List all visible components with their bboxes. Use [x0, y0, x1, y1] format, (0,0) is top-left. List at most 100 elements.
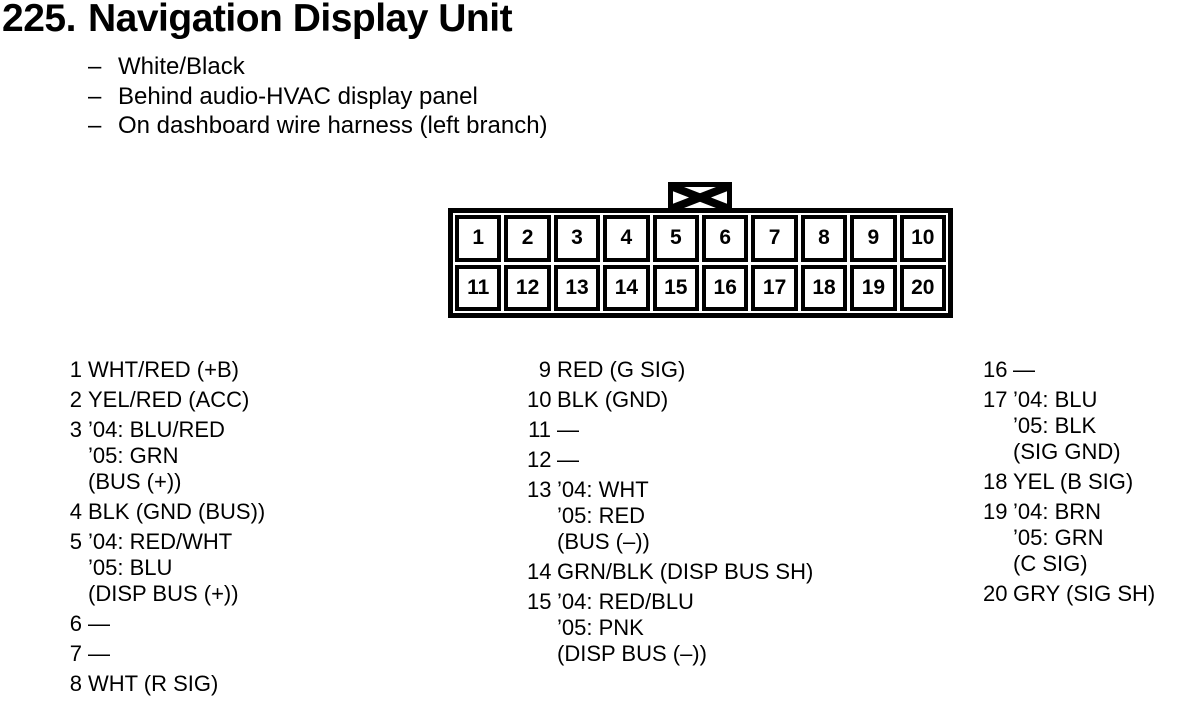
pin-description: —	[557, 417, 579, 443]
pin-line: ’04: BRN	[1013, 499, 1102, 524]
note-text: On dashboard wire harness (left branch)	[118, 112, 548, 139]
pin-number: 8	[69, 671, 82, 696]
pin-description: ’04: WHT’05: RED(BUS (–))	[557, 477, 650, 555]
connector-pin-cell: 12	[504, 264, 551, 311]
pin-column-2: 9 RED (G SIG) 10 BLK (GND) 11 — 12 — 13 …	[527, 357, 813, 671]
pin-number: 3	[69, 417, 82, 442]
pin-item: 14 GRN/BLK (DISP BUS SH)	[527, 559, 813, 585]
pin-line: ’05: BLU	[88, 555, 173, 580]
pin-line: BLK (GND (BUS))	[88, 499, 266, 524]
pin-line: (SIG GND)	[1013, 439, 1121, 464]
pin-number: 11	[528, 417, 551, 442]
connector-key-tab-icon	[668, 182, 732, 213]
note-line: – On dashboard wire harness (left branch…	[88, 111, 548, 141]
pin-line: —	[88, 641, 110, 666]
pin-line: YEL/RED (ACC)	[88, 387, 250, 412]
pin-line: ’05: RED	[557, 503, 646, 528]
pin-description: —	[88, 641, 110, 667]
pin-line: GRN/BLK (DISP BUS SH)	[557, 559, 814, 584]
pin-item: 9 RED (G SIG)	[527, 357, 813, 383]
pin-item: 12 —	[527, 447, 813, 473]
pin-line: (BUS (+))	[88, 469, 182, 494]
connector-pin-cell: 6	[702, 215, 749, 262]
pin-number: 13	[527, 477, 552, 502]
pin-item: 13 ’04: WHT’05: RED(BUS (–))	[527, 477, 813, 555]
pin-item: 18 YEL (B SIG)	[983, 469, 1155, 495]
pin-line: RED (G SIG)	[557, 357, 686, 382]
pin-item: 16 —	[983, 357, 1155, 383]
pin-line: (BUS (–))	[557, 529, 650, 554]
pin-number: 5	[69, 529, 82, 554]
pin-description: GRN/BLK (DISP BUS SH)	[557, 559, 813, 585]
note-text: Behind audio-HVAC display panel	[118, 82, 478, 110]
pin-item: 20 GRY (SIG SH)	[983, 581, 1155, 607]
pin-description: YEL (B SIG)	[1013, 469, 1133, 495]
connector-pin-cell: 14	[603, 264, 650, 311]
note-line: – White/Black	[88, 52, 548, 82]
pin-item: 5 ’04: RED/WHT’05: BLU(DISP BUS (+))	[60, 529, 265, 607]
pin-number: 7	[69, 641, 82, 666]
pin-line: ’05: BLK	[1013, 413, 1097, 438]
connector-pin-cell: 16	[702, 264, 749, 311]
pin-item: 4 BLK (GND (BUS))	[60, 499, 266, 525]
pin-line: BLK (GND)	[557, 387, 669, 412]
pin-number: 6	[69, 611, 82, 636]
connector-pin-cell: 1	[455, 215, 502, 262]
pin-line: WHT (R SIG)	[88, 671, 219, 696]
pin-description: WHT (R SIG)	[88, 671, 218, 697]
pin-line: ’04: BLU	[1013, 387, 1098, 412]
pin-description: YEL/RED (ACC)	[88, 387, 249, 413]
pin-line: WHT/RED (+B)	[88, 357, 239, 382]
note-line: – Behind audio-HVAC display panel	[88, 82, 548, 112]
pin-number: 2	[69, 387, 82, 412]
pin-item: 1 WHT/RED (+B)	[60, 357, 265, 383]
location-notes: – White/Black – Behind audio-HVAC displa…	[88, 52, 548, 141]
pin-line: —	[557, 417, 579, 442]
connector-pin-cell: 17	[751, 264, 798, 311]
pin-column-3: 16 — 17 ’04: BLU’05: BLK(SIG GND) 18 YEL…	[983, 357, 1155, 611]
connector-pin-cell: 11	[455, 264, 502, 311]
pin-item: 7 —	[60, 641, 265, 667]
connector-pin-cell: 2	[504, 215, 551, 262]
connector-pin-cell: 4	[603, 215, 650, 262]
pin-number: 19	[983, 499, 1008, 524]
pin-description: BLK (GND (BUS))	[88, 499, 265, 525]
pin-description: —	[88, 611, 110, 637]
connector-pin-cell: 9	[850, 215, 897, 262]
pin-line: ’04: WHT	[557, 477, 649, 502]
connector-pin-cell: 20	[899, 264, 946, 311]
pin-description: ’04: BRN’05: GRN(C SIG)	[1013, 499, 1103, 577]
pin-number: 15	[527, 589, 552, 614]
pin-description: BLK (GND)	[557, 387, 668, 413]
pin-line: ’04: RED/WHT	[88, 529, 233, 554]
connector-pin-cell: 13	[553, 264, 601, 311]
pin-line: —	[88, 611, 110, 636]
pin-number: 20	[983, 581, 1008, 606]
connector-pin-cell: 3	[553, 215, 601, 262]
connector-pin-cell: 15	[652, 264, 699, 311]
note-dash: –	[88, 112, 102, 139]
pin-number: 17	[983, 387, 1008, 412]
pin-item: 8 WHT (R SIG)	[60, 671, 265, 697]
pin-item: 19 ’04: BRN’05: GRN(C SIG)	[983, 499, 1155, 577]
pin-line: —	[1013, 357, 1035, 382]
pin-line: —	[557, 447, 579, 472]
pin-number: 10	[527, 387, 552, 412]
pin-description: ’04: RED/WHT’05: BLU(DISP BUS (+))	[88, 529, 239, 607]
pin-item: 15 ’04: RED/BLU’05: PNK(DISP BUS (–))	[527, 589, 813, 667]
pin-number: 9	[538, 357, 551, 382]
connector-pin-cell: 5	[652, 215, 699, 262]
pin-description: ’04: BLU/RED’05: GRN(BUS (+))	[88, 417, 225, 495]
pin-number: 16	[983, 357, 1008, 382]
pin-item: 17 ’04: BLU’05: BLK(SIG GND)	[983, 387, 1155, 465]
section-number: 225.	[2, 0, 76, 40]
note-text: White/Black	[118, 53, 245, 80]
pin-description: ’04: BLU’05: BLK(SIG GND)	[1013, 387, 1121, 465]
pin-description: RED (G SIG)	[557, 357, 685, 383]
connector-pin-cell: 8	[800, 215, 848, 262]
pin-line: GRY (SIG SH)	[1013, 581, 1156, 606]
pin-description: —	[557, 447, 579, 473]
pin-line: (DISP BUS (–))	[557, 641, 707, 666]
pin-item: 3 ’04: BLU/RED’05: GRN(BUS (+))	[60, 417, 265, 495]
